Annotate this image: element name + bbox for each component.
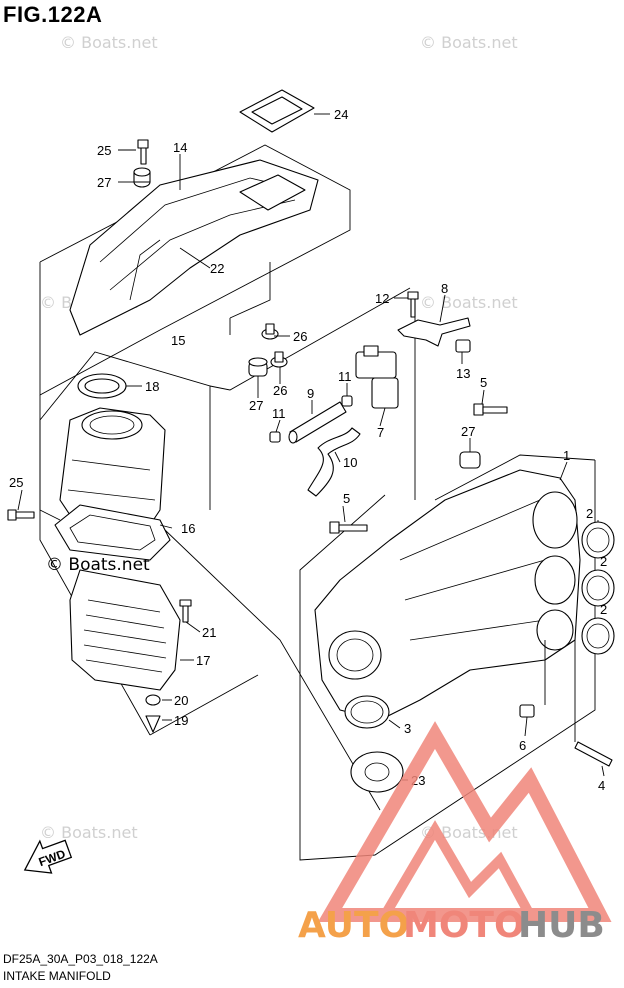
part-14-silencer-cover bbox=[69, 159, 319, 336]
callout-15: 15 bbox=[171, 333, 185, 348]
logo-text-moto: MOTO bbox=[403, 905, 525, 946]
callout-21: 21 bbox=[202, 625, 216, 640]
part-11-clamp-b bbox=[269, 431, 281, 443]
part-6-nut bbox=[519, 704, 535, 718]
watermark: © Boats.net bbox=[40, 823, 138, 842]
part-25-bolt-top bbox=[137, 139, 149, 165]
callout-16: 16 bbox=[181, 521, 195, 536]
section-name: INTAKE MANIFOLD bbox=[3, 969, 111, 983]
part-4-stud-bolt bbox=[574, 741, 613, 767]
callout-17: 17 bbox=[196, 653, 210, 668]
part-24-gasket bbox=[239, 89, 315, 133]
callout-labels: 24 25 14 27 22 26 15 18 27 26 9 11 11 10… bbox=[9, 107, 607, 793]
callout-8: 8 bbox=[441, 281, 448, 296]
part-2-gasket-1 bbox=[581, 521, 615, 559]
part-7-vacuum-switch-valve bbox=[355, 345, 399, 409]
part-13-nut bbox=[455, 339, 471, 353]
callout-27-top: 27 bbox=[97, 175, 111, 190]
callout-7: 7 bbox=[377, 425, 384, 440]
callout-6: 6 bbox=[519, 738, 526, 753]
logo-text-auto: AUTO bbox=[298, 905, 409, 946]
part-17-silencer-lower bbox=[69, 569, 181, 691]
callout-24: 24 bbox=[334, 107, 348, 122]
callout-2-c: 2 bbox=[600, 602, 607, 617]
part-21-screw bbox=[179, 599, 192, 623]
callout-19: 19 bbox=[174, 713, 188, 728]
fwd-arrow-icon: FWD bbox=[23, 839, 73, 874]
callout-25-left: 25 bbox=[9, 475, 23, 490]
part-23-cap bbox=[350, 751, 404, 793]
part-5-bolt-top bbox=[473, 403, 508, 416]
part-27-grommet-top bbox=[133, 167, 151, 188]
callout-2-a: 2 bbox=[586, 506, 593, 521]
part-19-clip bbox=[145, 715, 161, 733]
callout-1: 1 bbox=[563, 448, 570, 463]
callout-4: 4 bbox=[598, 778, 605, 793]
watermark: © Boats.net bbox=[60, 33, 158, 52]
callout-5-left: 5 bbox=[343, 491, 350, 506]
callout-11-b: 11 bbox=[272, 406, 286, 421]
watermark: © Boats.net bbox=[420, 293, 518, 312]
part-2-gasket-2 bbox=[581, 569, 615, 607]
part-1-intake-manifold bbox=[314, 469, 581, 721]
callout-20: 20 bbox=[174, 693, 188, 708]
watermark: © Boats.net bbox=[420, 33, 518, 52]
part-18-seal-ring bbox=[77, 373, 127, 399]
callout-13: 13 bbox=[456, 366, 470, 381]
part-16-seal bbox=[54, 504, 171, 561]
callout-27-right: 27 bbox=[461, 424, 475, 439]
part-10-hose bbox=[307, 427, 361, 497]
part-20-plug bbox=[145, 694, 161, 706]
callout-14: 14 bbox=[173, 140, 187, 155]
callout-25-top: 25 bbox=[97, 143, 111, 158]
callout-5-top: 5 bbox=[480, 375, 487, 390]
automotohub-logo-text: AUTO MOTO HUB bbox=[298, 905, 605, 946]
callout-18: 18 bbox=[145, 379, 159, 394]
part-9-hose bbox=[288, 401, 347, 444]
part-3-o-ring bbox=[344, 695, 390, 729]
callout-22: 22 bbox=[210, 261, 224, 276]
part-27-grommet-right bbox=[459, 451, 481, 469]
drawing-code: DF25A_30A_P03_018_122A bbox=[3, 952, 158, 966]
callout-2-b: 2 bbox=[600, 554, 607, 569]
callout-3: 3 bbox=[404, 721, 411, 736]
leader-lines bbox=[17, 113, 605, 781]
callout-10: 10 bbox=[343, 455, 357, 470]
part-12-bolt bbox=[407, 291, 419, 318]
callout-11-a: 11 bbox=[338, 369, 352, 384]
part-26-collar-b bbox=[270, 351, 288, 368]
callout-26-a: 26 bbox=[293, 329, 307, 344]
callout-26-b: 26 bbox=[273, 383, 287, 398]
figure-title: FIG.122A bbox=[3, 2, 103, 27]
watermark-dark: © Boats.net bbox=[46, 555, 150, 575]
part-25-bolt-left bbox=[7, 509, 35, 521]
part-27-grommet-mid bbox=[248, 357, 268, 377]
automotohub-logo-mark bbox=[317, 721, 612, 922]
logo-text-hub: HUB bbox=[518, 905, 605, 946]
callout-27-mid: 27 bbox=[249, 398, 263, 413]
part-2-gasket-3 bbox=[581, 617, 615, 655]
part-8-bracket bbox=[397, 317, 471, 347]
callout-9: 9 bbox=[307, 386, 314, 401]
part-5-bolt-left bbox=[329, 521, 368, 534]
part-26-collar-a bbox=[261, 323, 279, 340]
callout-12: 12 bbox=[375, 291, 389, 306]
part-11-clamp-a bbox=[341, 395, 353, 407]
